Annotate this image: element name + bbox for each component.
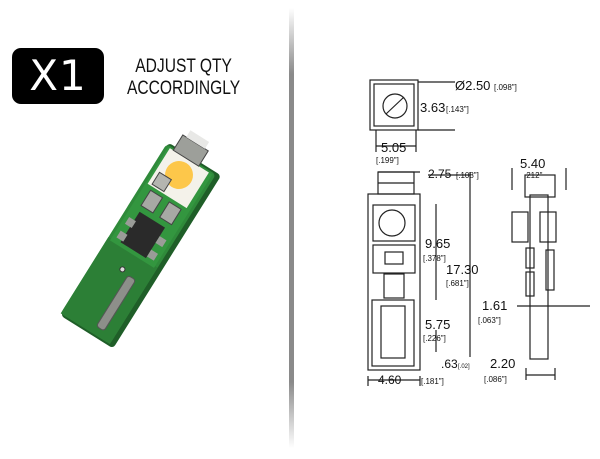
technical-drawing: Ø2.50 [.098"] 3.63 [.143"] 5.05 [.199"] … xyxy=(367,78,590,387)
qty-note: ADJUST QTY ACCORDINGLY xyxy=(118,56,249,100)
dim-total-length-in: [.681"] xyxy=(446,279,469,288)
dim-lens-diameter: Ø2.50 xyxy=(455,78,490,93)
dim-contact-width: 2.20 xyxy=(490,356,515,371)
dim-body-width: 4.60 xyxy=(378,373,402,387)
dim-total-length: 17.30 xyxy=(446,262,479,277)
dim-head-height-in: [.143"] xyxy=(446,105,469,114)
dim-gap-in: [.02] xyxy=(458,364,470,370)
dim-tab-offset-in: [.108"] xyxy=(456,171,479,180)
dim-head-width-in: [.199"] xyxy=(376,156,399,165)
qty-note-line2: ACCORDINGLY xyxy=(127,78,241,99)
product-image xyxy=(60,130,220,347)
dim-contact-length-in: [.226"] xyxy=(423,334,446,343)
section-divider xyxy=(289,8,294,448)
dim-lens-diameter-in: [.098"] xyxy=(494,83,517,92)
dim-head-width: 5.05 xyxy=(381,140,406,155)
dim-contact-width-in: [.086"] xyxy=(484,375,507,384)
dim-thickness: 1.61 xyxy=(482,298,507,313)
dim-tab-offset: 2.75 xyxy=(428,167,452,181)
dim-body-width-in: [.181"] xyxy=(421,377,444,386)
dim-upper-length: 9.65 xyxy=(425,236,450,251)
qty-note-line1: ADJUST QTY xyxy=(135,56,232,77)
dim-side-width: 5.40 xyxy=(520,156,545,171)
dim-upper-length-in: [.378"] xyxy=(423,254,446,263)
dim-contact-length: 5.75 xyxy=(425,317,450,332)
qty-badge: X1 xyxy=(12,48,104,104)
dim-head-height: 3.63 xyxy=(420,100,445,115)
dim-thickness-in: [.063"] xyxy=(478,316,501,325)
dim-side-width-in: .212" xyxy=(524,171,543,180)
dim-gap: .63 xyxy=(441,357,458,371)
